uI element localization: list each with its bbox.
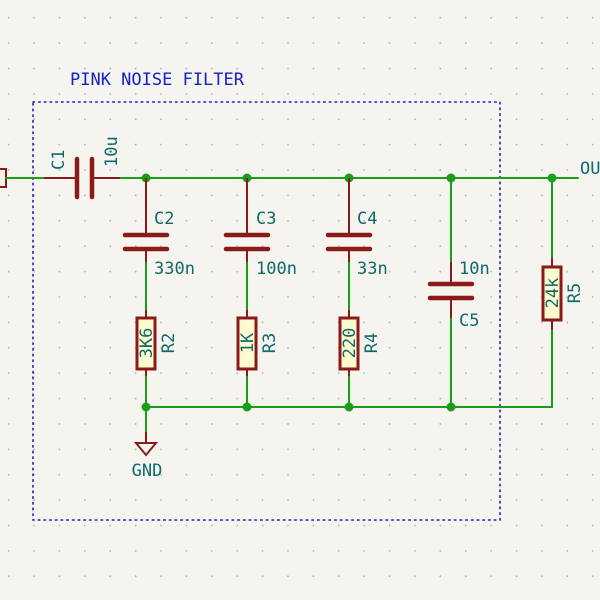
frame-title: PINK NOISE FILTER — [70, 70, 245, 90]
r4-ref-label: R4 — [362, 333, 382, 353]
capacitor-c4: C4 33n — [325, 178, 388, 279]
c2-ref-label: C2 — [154, 209, 174, 229]
c5-value-label: 10n — [459, 259, 490, 279]
r5-ref-label: R5 — [565, 283, 585, 303]
c3-value-label: 100n — [256, 259, 297, 279]
junction-dot — [547, 173, 557, 183]
resistor-r2: 3K6 R2 — [135, 310, 179, 376]
c2-value-label: 330n — [154, 259, 195, 279]
ground-label: GND — [132, 461, 163, 481]
r2-ref-label: R2 — [159, 333, 179, 353]
c1-ref-label: C1 — [49, 150, 69, 170]
capacitor-c5: 10n C5 — [427, 259, 490, 331]
wires — [5, 177, 579, 433]
junction-dot — [344, 402, 354, 412]
filter-frame — [32, 101, 501, 521]
junction-dot — [446, 402, 456, 412]
capacitor-c3: C3 100n — [223, 178, 297, 279]
junction-dot — [141, 402, 151, 412]
c4-ref-label: C4 — [357, 209, 377, 229]
r3-value-label: 1K — [238, 332, 258, 353]
resistor-r3: 1K R3 — [236, 310, 280, 376]
junction-dot — [242, 402, 252, 412]
r5-value-label: 24k — [543, 278, 563, 309]
c3-ref-label: C3 — [256, 209, 276, 229]
r3-ref-label: R3 — [260, 333, 280, 353]
r2-value-label: 3K6 — [137, 328, 157, 359]
junctions — [141, 173, 557, 412]
resistor-r5: 24k R5 — [541, 258, 585, 330]
c4-value-label: 33n — [357, 259, 388, 279]
resistor-r4: 220 R4 — [338, 310, 382, 376]
c1-value-label: 10u — [102, 136, 122, 167]
junction-dot — [446, 173, 456, 183]
output-label: OUT — [580, 159, 600, 179]
capacitor-c1: C1 10u — [44, 136, 122, 200]
r4-value-label: 220 — [340, 328, 360, 359]
ground-icon — [133, 432, 159, 457]
capacitor-c2: C2 330n — [122, 178, 195, 279]
c5-ref-label: C5 — [459, 311, 479, 331]
